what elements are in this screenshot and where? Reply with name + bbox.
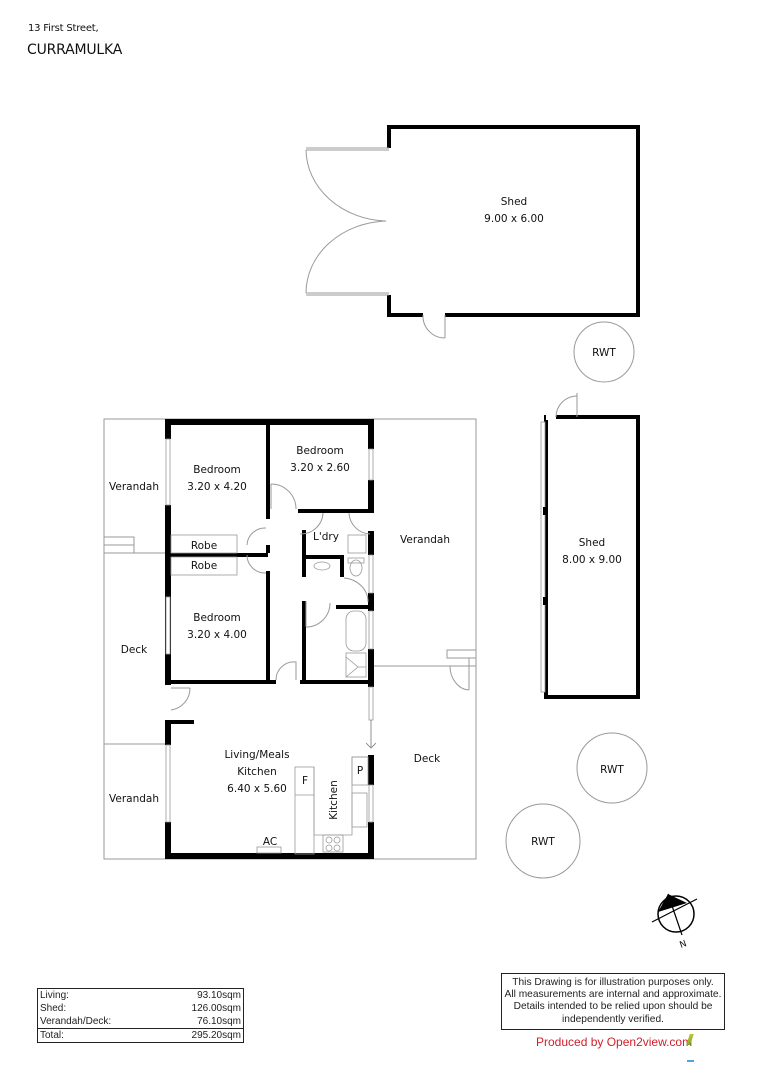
svg-text:RWT: RWT xyxy=(531,836,555,848)
shed-right-name: Shed xyxy=(579,537,605,549)
shed-top-name: Shed xyxy=(501,196,527,208)
ac-label: AC xyxy=(263,836,277,848)
area-row-living: Living: 93.10sqm xyxy=(40,990,241,1001)
verandah-left-bottom: Verandah xyxy=(109,793,159,805)
robe1-label: Robe xyxy=(191,540,217,552)
bedroom3-dims: 3.20 x 4.00 xyxy=(187,629,247,641)
shed-top-dims: 9.00 x 6.00 xyxy=(484,213,544,225)
doors xyxy=(170,483,371,711)
outdoor-areas xyxy=(103,418,477,860)
rainwater-tank-1: RWT xyxy=(573,321,635,383)
laundry-label: L'dry xyxy=(313,531,339,543)
verandah-left-top: Verandah xyxy=(109,481,159,493)
deck-right: Deck xyxy=(414,753,441,765)
shed-right: Shed 8.00 x 9.00 xyxy=(540,393,640,699)
svg-text:RWT: RWT xyxy=(600,764,624,776)
bedroom2-dims: 3.20 x 2.60 xyxy=(290,462,350,474)
verandah-right: Verandah xyxy=(400,534,450,546)
living-name1: Living/Meals xyxy=(224,749,289,761)
bedroom2-name: Bedroom xyxy=(296,445,344,457)
room-labels: Bedroom 3.20 x 4.20 Bedroom 3.20 x 2.60 … xyxy=(109,445,450,848)
bedroom1-name: Bedroom xyxy=(193,464,241,476)
disclaimer-box: This Drawing is for illustration purpose… xyxy=(501,973,725,1030)
rainwater-tank-3: RWT xyxy=(505,803,581,879)
blue-mark-icon xyxy=(687,1060,694,1062)
pantry-label: P xyxy=(357,765,363,777)
address-line: 13 First Street, xyxy=(28,23,99,34)
producer-credit: Produced by Open2view.com xyxy=(536,1035,693,1049)
shed-top: Shed 9.00 x 6.00 xyxy=(305,125,640,339)
sliding-door-arrow xyxy=(365,720,377,749)
area-row-shed: Shed: 126.00sqm xyxy=(40,1003,241,1014)
north-compass-icon: N xyxy=(651,893,698,951)
rainwater-tank-2: RWT xyxy=(576,732,648,804)
area-row-verandah-deck: Verandah/Deck: 76.10sqm xyxy=(40,1016,241,1027)
area-summary-table: Living: 93.10sqm Shed: 126.00sqm Veranda… xyxy=(37,988,244,1043)
kitchen-label: Kitchen xyxy=(328,780,340,819)
windows xyxy=(165,438,374,823)
shed-right-dims: 8.00 x 9.00 xyxy=(562,554,622,566)
suburb-title: CURRAMULKA xyxy=(27,42,123,58)
bedroom1-dims: 3.20 x 4.20 xyxy=(187,481,247,493)
bedroom3-name: Bedroom xyxy=(193,612,241,624)
fixtures xyxy=(170,534,369,855)
svg-text:RWT: RWT xyxy=(592,347,616,359)
living-name2: Kitchen xyxy=(237,766,276,778)
fridge-label: F xyxy=(302,775,308,787)
area-row-total: Total: 295.20sqm xyxy=(38,1028,243,1041)
compass-label: N xyxy=(678,939,688,951)
living-dims: 6.40 x 5.60 xyxy=(227,783,287,795)
robe2-label: Robe xyxy=(191,560,217,572)
deck-left: Deck xyxy=(121,644,148,656)
house-walls xyxy=(165,419,374,859)
